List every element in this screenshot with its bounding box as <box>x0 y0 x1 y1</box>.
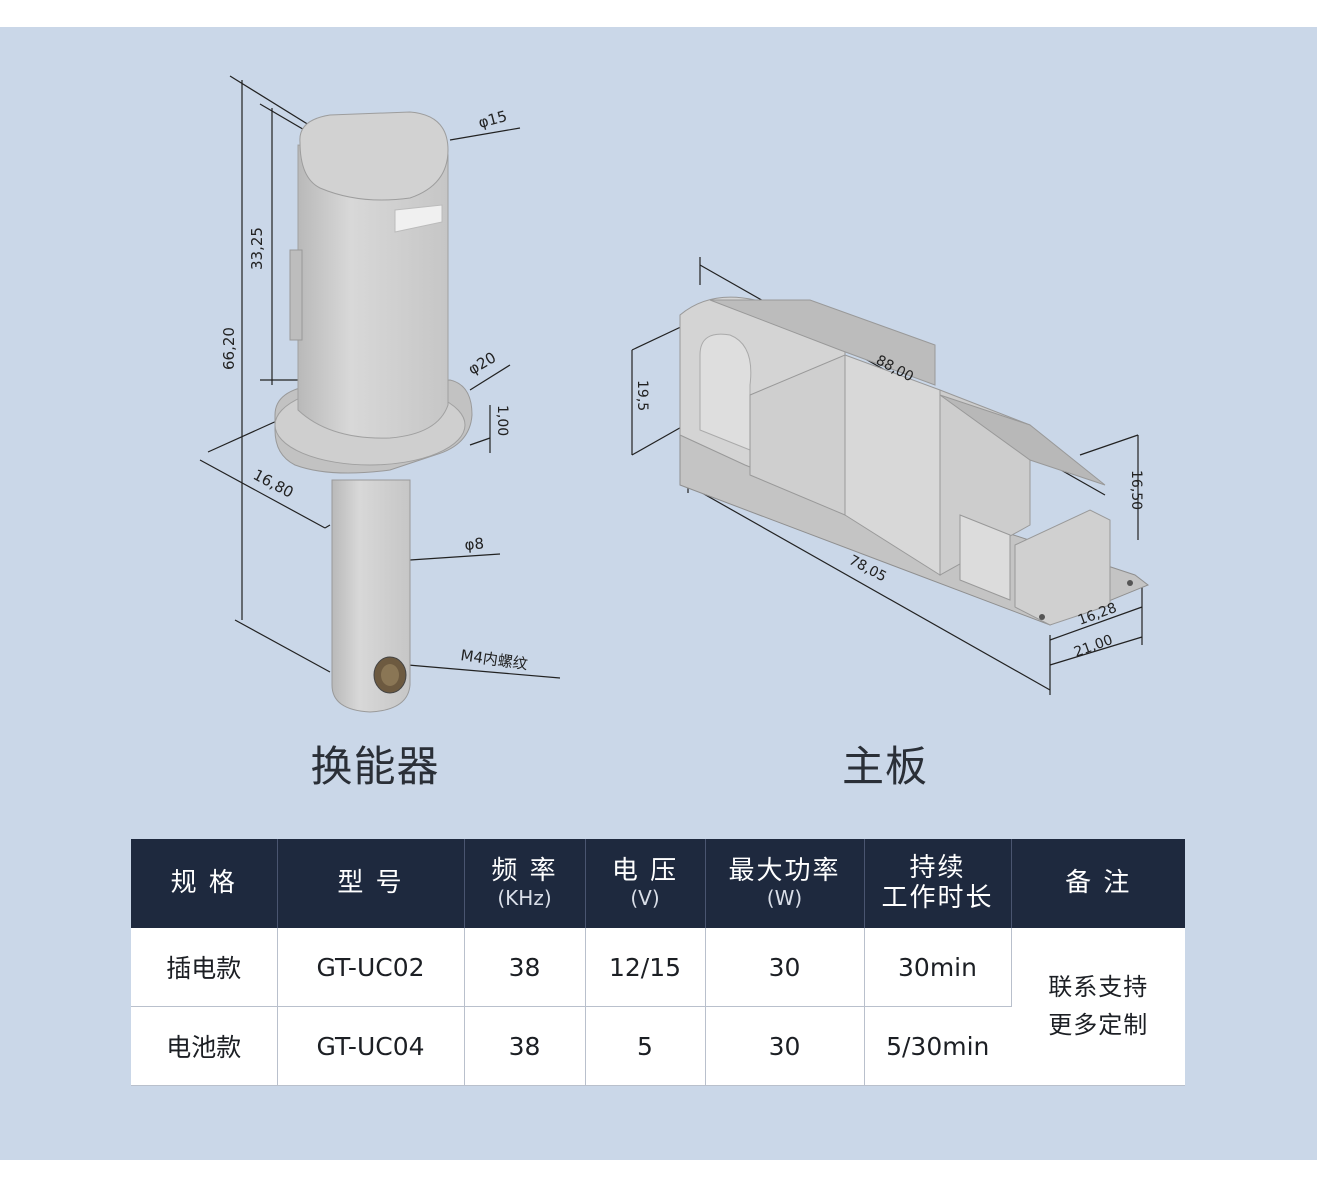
header-duration: 持续工作时长 <box>864 839 1012 928</box>
header-frequency: 频 率(KHz) <box>464 839 586 928</box>
header-model: 型 号 <box>277 839 465 928</box>
cell-duration: 30min <box>864 928 1012 1007</box>
cell-max-power: 30 <box>705 928 865 1007</box>
dim-19-5: 19,5 <box>634 380 650 411</box>
cell-frequency: 38 <box>464 928 586 1007</box>
transducer-caption: 换能器 <box>310 742 440 791</box>
spec-table: 规 格 型 号 频 率(KHz) 电 压(V) 最大功率(W) 持续工作时长 备… <box>131 839 1185 1086</box>
cell-frequency: 38 <box>464 1006 586 1086</box>
cell-spec: 插电款 <box>131 928 278 1007</box>
dim-66-20: 66,20 <box>220 327 238 370</box>
cell-model: GT-UC04 <box>277 1006 465 1086</box>
cell-model: GT-UC02 <box>277 928 465 1007</box>
dim-33-25: 33,25 <box>248 227 266 270</box>
transducer-diagram: φ15 33,25 66,20 φ20 1,00 16,80 φ8 M4内螺纹 <box>199 75 561 713</box>
cell-spec: 电池款 <box>131 1006 278 1086</box>
dim-phi20: φ20 <box>465 348 499 378</box>
cell-voltage: 12/15 <box>585 928 706 1007</box>
table-row: 插电款 GT-UC02 38 12/15 30 30min 联系支持 更多定制 <box>131 928 1185 1086</box>
header-spec: 规 格 <box>131 839 278 928</box>
cell-remarks: 联系支持 更多定制 <box>1011 928 1185 1086</box>
dim-phi15: φ15 <box>476 107 509 132</box>
cell-max-power: 30 <box>705 1006 865 1086</box>
dim-phi8: φ8 <box>464 534 485 554</box>
dim-21-00: 21,00 <box>1072 632 1115 661</box>
header-voltage: 电 压(V) <box>585 839 706 928</box>
dim-16-50: 16,50 <box>1128 470 1144 510</box>
dim-1-00: 1,00 <box>494 405 510 436</box>
cell-voltage: 5 <box>585 1006 706 1086</box>
table-row: 电池款 GT-UC04 38 5 30 5/30min <box>131 1006 1185 1086</box>
dim-m4-thread: M4内螺纹 <box>459 646 528 673</box>
header-max-power: 最大功率(W) <box>705 839 865 928</box>
board-caption: 主板 <box>841 742 928 791</box>
cell-duration: 5/30min <box>864 1006 1011 1086</box>
board-diagram: 88,00 19,5 16,50 78,05 16,28 21,00 <box>631 257 1149 695</box>
remark-line-1: 联系支持 <box>1048 973 1149 1002</box>
table-header-row: 规 格 型 号 频 率(KHz) 电 压(V) 最大功率(W) 持续工作时长 备… <box>131 839 1185 928</box>
dim-16-80: 16,80 <box>250 466 296 502</box>
remark-line-2: 更多定制 <box>1048 1010 1149 1039</box>
header-remarks: 备 注 <box>1011 839 1185 928</box>
